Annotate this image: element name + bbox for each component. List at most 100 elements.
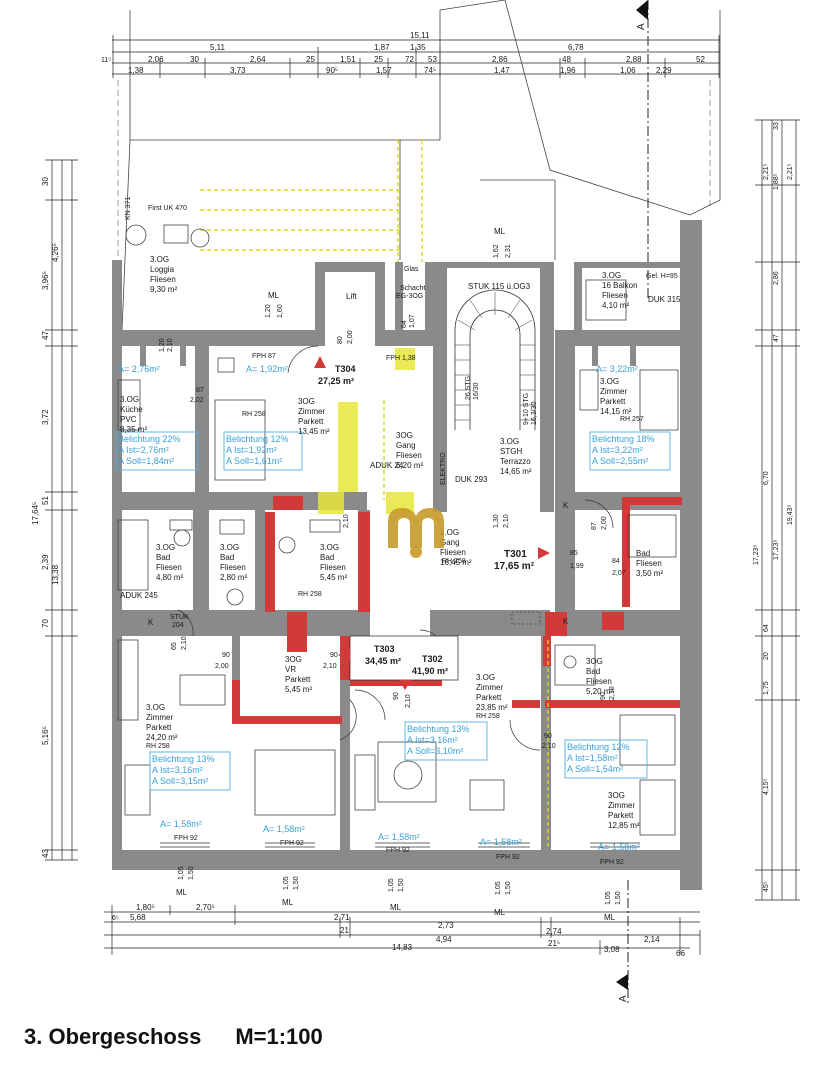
dim-left: 47	[41, 331, 50, 340]
dim-bottom: 2,71	[334, 913, 350, 922]
room-line: 9,30 m²	[150, 285, 177, 294]
top-dimension-chains: 15,11 5,11 1,87 1,35 6,78 11⁵ 2,06 30 2,…	[101, 31, 720, 78]
room-line: Bad	[586, 667, 600, 676]
lighting-line: A Soll=1,84m²	[118, 456, 174, 466]
room-line: 3.OG	[156, 543, 175, 552]
rh-label: RH 258	[298, 591, 322, 598]
dim-right: 1,88⁵	[773, 173, 780, 190]
room-line: 6,20 m²	[396, 461, 423, 470]
dim-left: 3,96⁵	[41, 271, 50, 290]
room-line: Parkett	[285, 675, 311, 684]
fph-label: FPH 92	[600, 859, 624, 866]
door-dim: 90	[393, 692, 400, 700]
rh-label: RH 258	[476, 713, 500, 720]
stg-label: 16/30	[473, 382, 480, 400]
dim-top: 1,96	[560, 66, 576, 75]
section-line-bottom: A	[616, 880, 629, 1006]
door-dim: 2,10	[405, 694, 412, 708]
ml-label: ML	[282, 898, 294, 907]
dim-bottom: 1,80⁵	[136, 903, 155, 912]
lift-label: Lift	[346, 292, 357, 301]
room-line: Fliesen	[220, 563, 246, 572]
bottom-dimension-chains: 1,80⁵ 2,70⁵ 6⁵ 5,68 2,71 2,73 2,74 21 4,…	[104, 903, 701, 958]
room-line: Fliesen	[396, 451, 422, 460]
lighting-line: Belichtung 13%	[407, 724, 470, 734]
schacht-label: Schacht	[400, 285, 425, 292]
door-dim: 2,07	[612, 570, 626, 577]
dim-left: 43	[41, 849, 50, 858]
dim-bottom: 2,14	[644, 935, 660, 944]
window-area: A= 1,58m²	[160, 819, 202, 829]
lighting-line: Belichtung 12%	[226, 434, 289, 444]
door-dim: 2,00	[601, 516, 608, 530]
room-line: 8,35 m²	[120, 425, 147, 434]
room-line: 4,10 m²	[602, 301, 629, 310]
door-dim: 2,00	[215, 663, 229, 670]
room-line: Zimmer	[146, 713, 173, 722]
room-line: Bad	[156, 553, 170, 562]
dim-top: 48	[562, 55, 571, 64]
room-line: 13,45 m²	[298, 427, 330, 436]
room-line: Bad	[220, 553, 234, 562]
room-line: Zimmer	[608, 801, 635, 810]
room-line: Küche	[120, 405, 143, 414]
lighting-line: A Soll=1,61m²	[226, 456, 282, 466]
dim-top: 1,38	[128, 66, 144, 75]
dim-top: 74⁵	[424, 66, 436, 75]
k-label: K	[563, 617, 569, 626]
ml-label: ML	[604, 913, 616, 922]
door-dim: 2,02	[190, 397, 204, 404]
room-line: 3OG	[586, 657, 603, 666]
k-label: K	[563, 501, 569, 510]
rh-label: RH 258	[146, 743, 170, 750]
lighting-line: Belichtung 12%	[567, 742, 630, 752]
dim-right: 47	[773, 334, 780, 342]
room-line: 14,15 m²	[600, 407, 632, 416]
section-line-top: A	[636, 0, 649, 300]
dim-right: 20	[763, 652, 770, 660]
dim-top: 2,29	[656, 66, 672, 75]
door-dim: 2,10	[503, 514, 510, 528]
window-area: A= 1,58m²	[378, 832, 420, 842]
door-dim: 2,10	[167, 338, 174, 352]
stg-label: 9+10 STG	[523, 393, 530, 425]
lighting-line: A Soll=3,10m²	[407, 746, 463, 756]
window-area-labels: A= 2,76m² A= 1,92m² A= 3,22m² A= 1,58m² …	[118, 364, 640, 852]
window-dim: 1,50	[615, 891, 622, 905]
schacht-label: EG-3OG	[396, 293, 423, 300]
dim-bottom: 21⁵	[548, 939, 560, 948]
door-dim: 90	[330, 652, 338, 659]
aduk-label: ADUK 24	[370, 461, 404, 470]
fph-label: FPH 92	[174, 835, 198, 842]
dim-right: 2,86	[773, 271, 780, 285]
dim-left: 5,16⁵	[41, 726, 50, 745]
duk-label: DUK 293	[455, 475, 488, 484]
window-dim: 1,50	[398, 878, 405, 892]
room-line: PVC	[120, 415, 137, 424]
stuk-label: STUK 115 ü.OG3	[468, 282, 531, 291]
room-line: 3.OG	[320, 543, 339, 552]
section-mark-bottom: A	[618, 995, 629, 1002]
room-line: Zimmer	[476, 683, 503, 692]
window-dim: 1,05	[495, 881, 502, 895]
unit-id: T301	[504, 549, 527, 560]
dim-top-total: 15,11	[410, 31, 430, 40]
dim-right: 19,43⁵	[787, 504, 794, 525]
plan-caption: 3. Obergeschoss M=1:100	[24, 1024, 323, 1064]
window-dim: 1,05	[178, 866, 185, 880]
fph-label: FPH 92	[386, 847, 410, 854]
door-dim: 90	[600, 692, 607, 700]
right-dimension-chains: 33 2,21⁵ 1,88⁵ 2,21⁵ 2,86 47 6,70 17,23⁵…	[753, 119, 800, 901]
room-line: Gang	[440, 538, 460, 547]
door-dim: 84	[612, 558, 620, 565]
